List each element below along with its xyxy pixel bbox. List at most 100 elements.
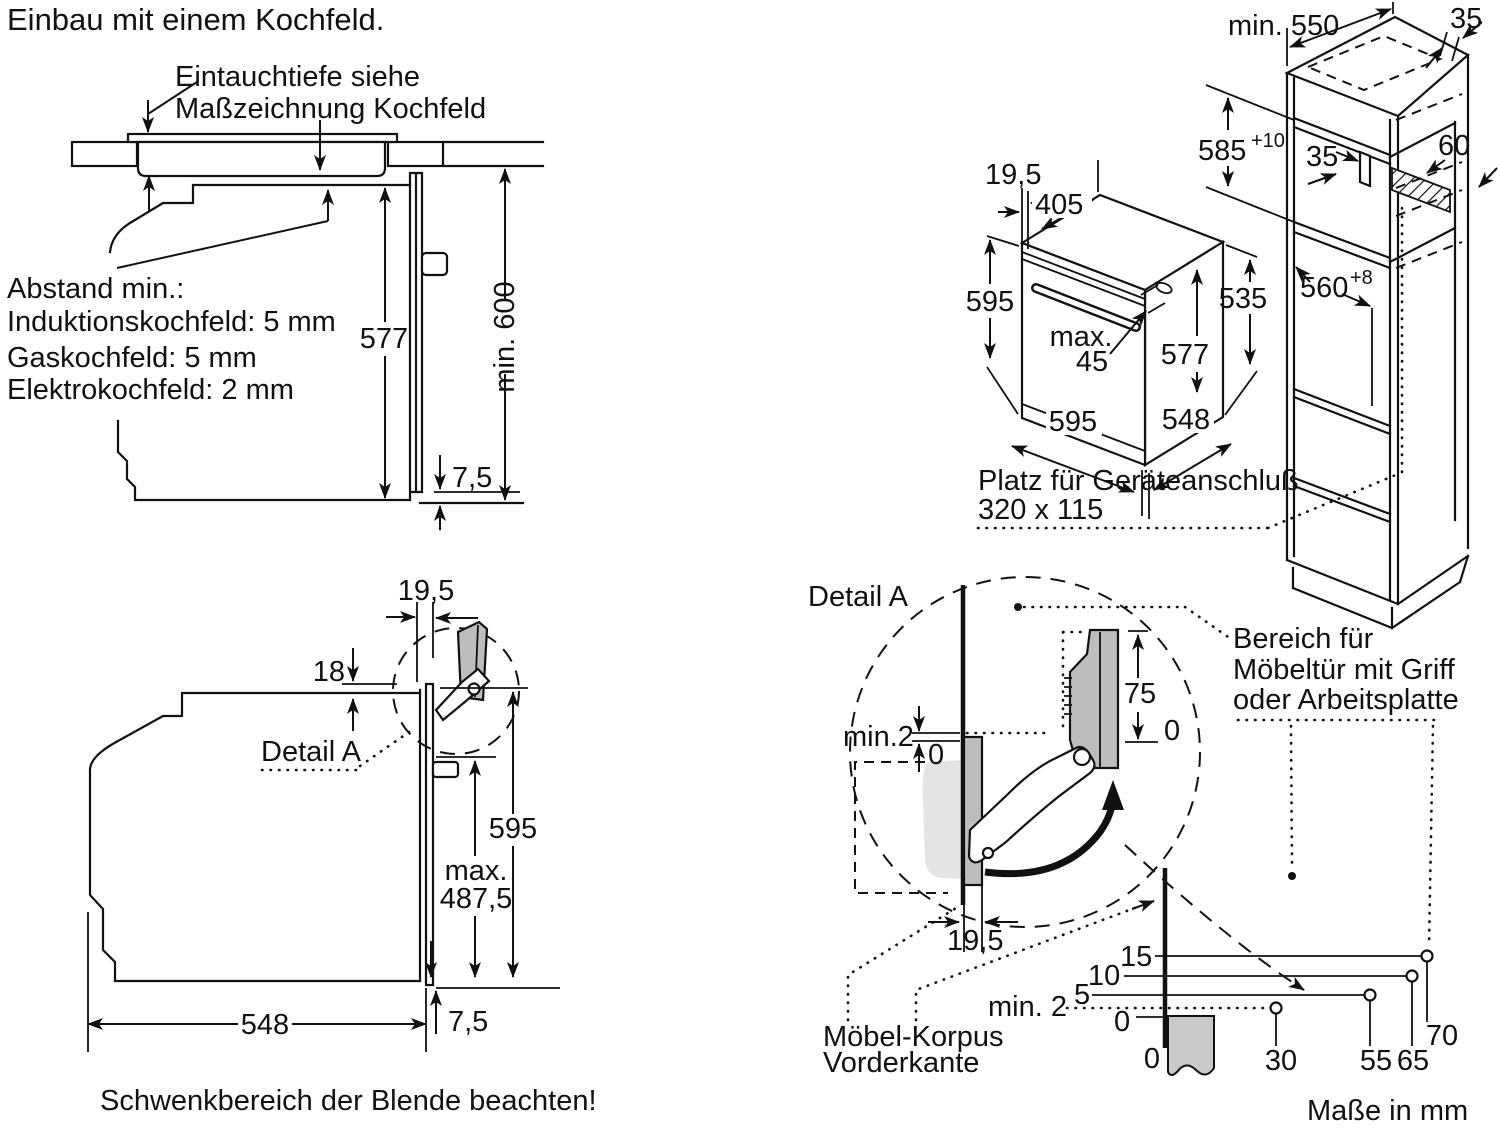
units-note: Maße in mm — [1307, 1095, 1468, 1127]
mask-405 — [1032, 193, 1092, 218]
clearance-leader — [116, 220, 329, 269]
connection-note-leader — [976, 472, 1400, 530]
chart-y-min2: min. 2 — [988, 991, 1067, 1023]
chart-point-70 — [1420, 949, 1434, 963]
arrow-35-top-left — [1425, 47, 1443, 69]
chart-x-65: 65 — [1397, 1045, 1429, 1077]
chart-point-stems — [1275, 962, 1428, 1046]
detail-a-leader — [260, 730, 411, 772]
arrow-560-down — [1341, 293, 1371, 307]
chart-x-30: 30 — [1265, 1045, 1297, 1077]
immersion-leader — [147, 81, 198, 115]
worktop-surface-lines — [441, 140, 545, 168]
dim-label-577: 577 — [360, 323, 408, 355]
dim-label-min550: min. 550 — [1228, 10, 1339, 42]
area-note-line1: Bereich für — [1233, 623, 1374, 655]
dim-label-595-left: 595 — [966, 286, 1014, 318]
dim-label-min2: min.2 — [843, 721, 914, 753]
worktop-hatch-left — [70, 140, 139, 168]
dim-label-535: 535 — [1219, 283, 1267, 315]
dim-label-35-slot: 35 — [1306, 141, 1338, 173]
cabinet-vertical-edges — [1285, 53, 1470, 606]
arrow-60 — [1426, 159, 1446, 174]
dim-label-75: 7,5 — [452, 462, 492, 494]
dim-label-4875: 487,5 — [440, 883, 513, 915]
leader-dot-top — [1014, 603, 1022, 611]
area-note-leader-top — [1022, 605, 1233, 641]
chart-x-55: 55 — [1360, 1045, 1392, 1077]
hinge-pivot-detail — [1072, 747, 1092, 767]
door-swing-arrowhead — [1102, 780, 1124, 810]
oven-top-profile — [108, 183, 412, 254]
connection-note-line1: Platz für Geräteanschluß — [978, 465, 1299, 497]
leader-dot-mid — [1288, 872, 1296, 880]
niche-floor-board — [1292, 220, 1457, 270]
area-note-leaders — [1236, 718, 1436, 948]
arrow-35-slot-top — [1335, 149, 1359, 162]
arrow-max45 — [1109, 310, 1147, 355]
korpus-label-line1: Möbel-Korpus — [823, 1021, 1004, 1053]
area-note-line2: Möbeltür mit Griff — [1233, 654, 1456, 686]
door-handle — [420, 251, 449, 277]
ticks-bottom-corner — [1141, 470, 1150, 519]
hob-body — [136, 140, 387, 178]
side-section-diagram: 19,5 18 Detail A 595 max. 487,5 7,5 548 … — [87, 575, 597, 1117]
oven-door-front — [408, 171, 424, 502]
chart-y-10: 10 — [1088, 960, 1120, 992]
label-zero-front: 0 — [928, 739, 944, 771]
dim-label-35-top: 35 — [1450, 3, 1482, 35]
dim-548-line — [1153, 443, 1232, 491]
area-note-line3: oder Arbeitsplatte — [1233, 684, 1459, 716]
chart-point-30 — [1269, 1001, 1283, 1015]
ticks-min550 — [1286, 2, 1394, 66]
dim-label-60: 60 — [1438, 130, 1470, 162]
vent-channel-dashed — [1395, 93, 1463, 269]
dim-label-min600: min. 600 — [489, 281, 521, 392]
dim-label-75-side: 7,5 — [448, 1006, 488, 1038]
dim-label-max-side: max. — [445, 855, 508, 887]
door-raised-dotted-edge — [1061, 630, 1090, 729]
dim-label-595-side: 595 — [489, 813, 537, 845]
arrow-wall-side — [1478, 167, 1498, 188]
dim-label-595-bottom: 595 — [1049, 406, 1097, 438]
clearance-electric: Elektrokochfeld: 2 mm — [7, 374, 294, 406]
ticks-19-5-side — [416, 602, 434, 682]
niche-top-board — [1292, 116, 1457, 166]
oven-handle-fill — [1033, 285, 1139, 330]
arrow-35-top-right — [1462, 21, 1483, 39]
caption-swivel-note: Schwenkbereich der Blende beachten! — [100, 1085, 597, 1117]
extension-lines-right — [436, 687, 560, 989]
dim-label-45: 45 — [1076, 346, 1108, 378]
ticks-75 — [1125, 630, 1158, 743]
min2-lines — [912, 732, 960, 742]
korpus-wall-section — [1167, 1015, 1215, 1076]
arrow-560-up — [1295, 266, 1311, 283]
mask-595b — [1046, 408, 1102, 435]
chart-x-70: 70 — [1426, 1020, 1458, 1052]
korpus-leader-arrow — [1131, 900, 1155, 912]
hinge-arm — [434, 667, 491, 722]
hinge-foot-detail — [981, 846, 995, 860]
ticks-19-5 — [1021, 188, 1029, 249]
detail-a-circle — [849, 576, 1201, 928]
chart-level-lines — [1092, 955, 1421, 1018]
bottom-board — [1292, 476, 1392, 524]
dim-label-405: 405 — [1035, 189, 1083, 221]
korpus-label-line2: Vorderkante — [823, 1047, 979, 1079]
hinge-pivot — [467, 682, 481, 696]
oven-bottom-profile — [116, 419, 412, 502]
dim-min550-line — [1289, 8, 1392, 48]
page-title: Einbau mit einem Kochfeld. — [7, 2, 384, 37]
immersion-note-line1: Eintauchtiefe siehe — [175, 61, 420, 93]
dim-label-585: 585 — [1198, 135, 1246, 167]
detail-reference-circle — [392, 627, 520, 755]
chart-y-5: 5 — [1074, 979, 1090, 1011]
ticks-max45 — [1140, 284, 1166, 314]
chart-point-55 — [1363, 988, 1377, 1002]
clearance-gas: Gaskochfeld: 5 mm — [7, 342, 257, 374]
label-zero-door: 0 — [1164, 715, 1180, 747]
dim-label-18: 18 — [313, 656, 345, 688]
chart-point-65 — [1405, 969, 1419, 983]
hob-top-plate — [126, 132, 399, 144]
